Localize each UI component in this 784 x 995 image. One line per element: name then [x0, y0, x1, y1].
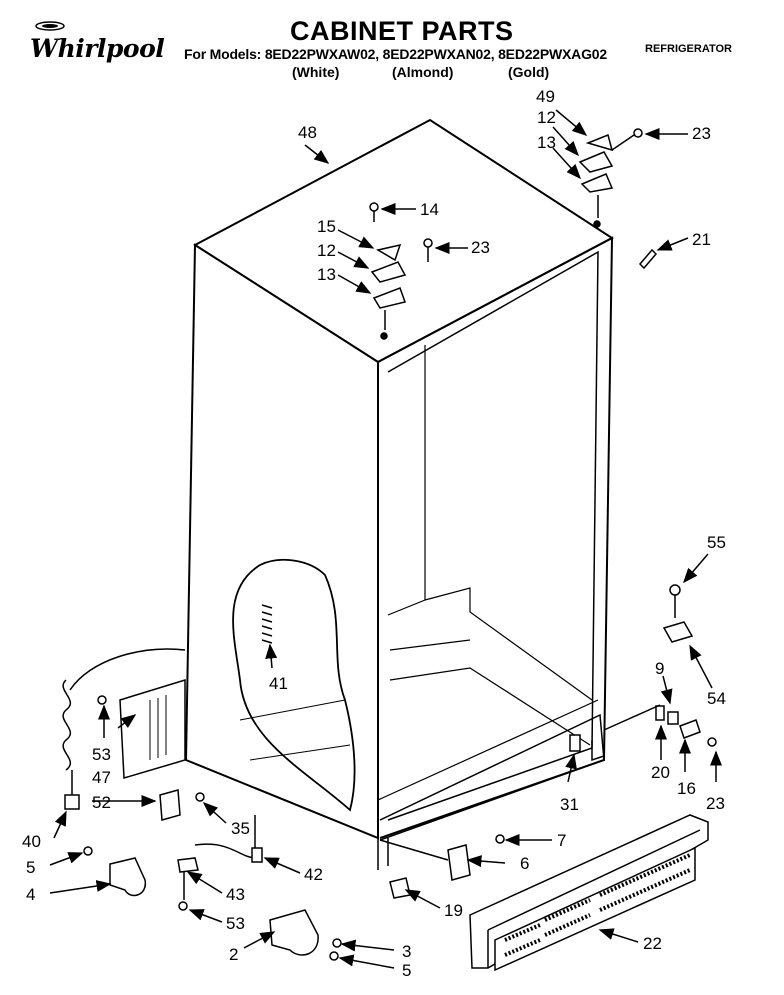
callout-41: 41: [269, 674, 288, 693]
callout-54: 54: [707, 689, 726, 708]
callout-5-left: 5: [26, 858, 35, 877]
callout-16: 16: [677, 779, 696, 798]
brand-logotype: Whirlpool: [30, 34, 165, 63]
part-21-clip: [638, 248, 658, 270]
callout-49: 49: [536, 87, 555, 106]
callout-42: 42: [304, 865, 323, 884]
callout-55: 55: [707, 533, 726, 552]
callout-3: 3: [402, 942, 411, 961]
callout-12-right: 12: [537, 108, 556, 127]
callout-15: 15: [317, 217, 336, 236]
color-white: (White): [292, 64, 340, 80]
page-title: CABINET PARTS: [290, 16, 514, 46]
callout-35: 35: [231, 819, 250, 838]
parts-2-3-5: [269, 909, 342, 961]
callout-14: 14: [420, 200, 439, 219]
part-31-latch: [569, 734, 581, 752]
logo-oval-mark: [35, 21, 65, 31]
callout-53-upper: 53: [92, 745, 111, 764]
callout-48: 48: [298, 123, 317, 142]
callout-2: 2: [229, 945, 238, 964]
callout-52: 52: [92, 793, 111, 812]
spring-part: [261, 604, 273, 644]
part-35-screw: [195, 792, 205, 802]
category-label: REFRIGERATOR: [645, 43, 732, 55]
callout-23-mid: 23: [471, 238, 490, 257]
color-almond: (Almond): [392, 64, 454, 80]
callout-20: 20: [651, 763, 670, 782]
callout-19: 19: [444, 901, 463, 920]
callout-13-left: 13: [317, 265, 336, 284]
part-52-clamp: [159, 789, 181, 821]
callout-13-right: 13: [537, 133, 556, 152]
parts-6-7-19: [379, 834, 505, 899]
callout-23-top: 23: [692, 124, 711, 143]
callout-9: 9: [655, 659, 664, 678]
parts-9-16-20: [603, 704, 717, 747]
callout-43: 43: [226, 885, 245, 904]
callout-4: 4: [26, 885, 35, 904]
callout-5-bottom: 5: [402, 961, 411, 980]
power-cord-assembly: [62, 648, 186, 810]
cabinet-shell: [184, 118, 614, 870]
parts-4-5: [83, 846, 146, 897]
color-gold: (Gold): [508, 64, 550, 80]
base-grille: [469, 814, 709, 972]
part-54-55: [662, 584, 694, 643]
top-hinge-left: [369, 202, 433, 340]
callout-21: 21: [692, 230, 711, 249]
callout-23-right: 23: [706, 794, 725, 813]
callout-47: 47: [92, 768, 111, 787]
whirlpool-logo: [24, 18, 154, 73]
callout-12-left: 12: [317, 241, 336, 260]
leader-lines: [49, 109, 722, 969]
callout-40: 40: [22, 832, 41, 851]
callout-6: 6: [520, 854, 529, 873]
callout-numbers: 48 49 12 13 23 14 15 12 13 23 21 55 41 9…: [22, 87, 726, 980]
callout-31: 31: [560, 795, 579, 814]
callout-7: 7: [557, 831, 566, 850]
top-hinge-right: [578, 128, 643, 228]
drain-tube-assembly: [177, 815, 263, 911]
callout-22: 22: [643, 934, 662, 953]
models-line: For Models: 8ED22PWXAW02, 8ED22PWXAN02, …: [184, 46, 607, 62]
callout-53-lower: 53: [226, 914, 245, 933]
